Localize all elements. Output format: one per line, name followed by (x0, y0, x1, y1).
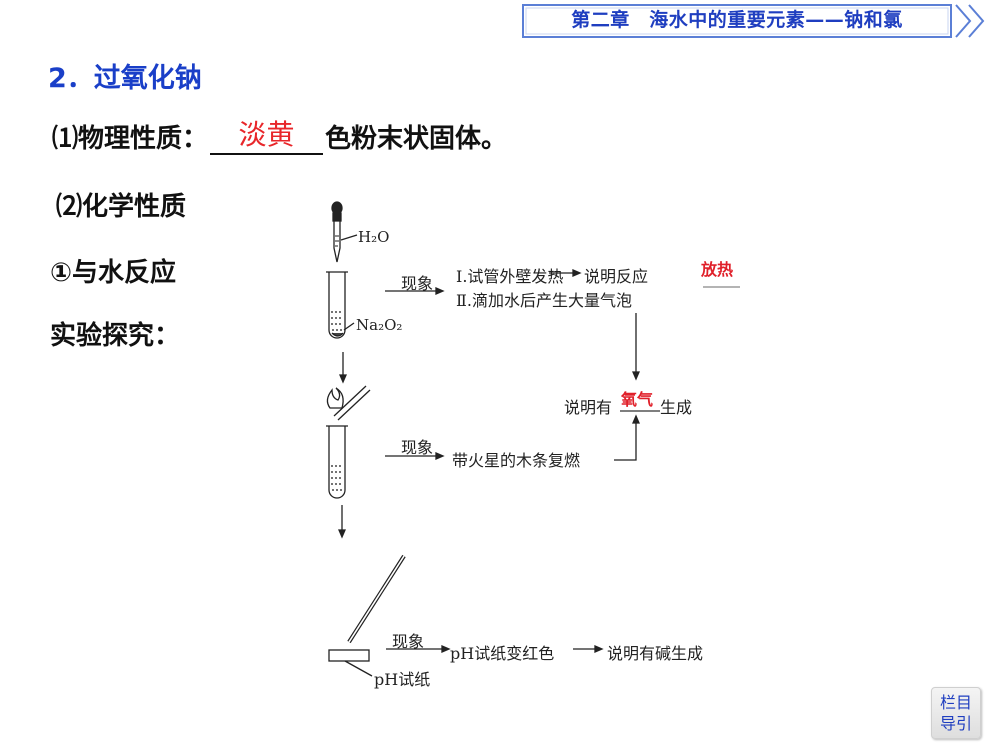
ph-paper-label: pH试纸 (374, 670, 431, 689)
observation-heat: Ⅰ.试管外壁发热 (456, 267, 564, 286)
answer-pale-yellow: 淡黄 (238, 118, 295, 151)
water-label: H₂O (358, 228, 390, 246)
banner-frame (522, 4, 985, 38)
glowing-splint-icon (326, 385, 371, 421)
chapter-title: 第二章 海水中的重要元素——钠和氯 (571, 9, 903, 31)
section-guide-button[interactable]: 栏目 导引 (931, 687, 981, 739)
chapter-banner: 第二章 海水中的重要元素——钠和氯 (522, 3, 985, 38)
observation-bubbles: Ⅱ.滴加水后产生大量气泡 (456, 291, 632, 310)
conclusion-base-formed: 说明有碱生成 (607, 644, 704, 663)
chemical-property-label: ⑵化学性质 (56, 192, 187, 222)
observation-splint-relights: 带火星的木条复燃 (452, 451, 581, 470)
physical-prefix: ⑴物理性质： (52, 124, 209, 154)
phenomenon-label-3: 现象 (392, 632, 425, 651)
experiment-label: 实验探究： (50, 321, 181, 351)
glass-rod-icon (347, 554, 406, 644)
guide-line-2: 导引 (939, 714, 972, 733)
test-tube-2-icon (326, 425, 348, 499)
answer-oxygen: 氧气 (621, 390, 654, 409)
observation-ph-red: pH试纸变红色 (450, 644, 555, 663)
oxygen-conclusion-prefix: 说明有 (564, 398, 613, 417)
reaction-with-water-label: ①与水反应 (50, 258, 177, 288)
phenomenon-label-2: 现象 (401, 438, 434, 457)
section-title: 2．过氧化钠 (48, 63, 202, 94)
oxygen-conclusion-suffix: 生成 (660, 398, 693, 417)
phenomenon-label-1: 现象 (401, 274, 434, 293)
guide-line-1: 栏目 (939, 693, 972, 712)
sodium-peroxide-label: Na₂O₂ (356, 316, 403, 334)
physical-suffix: 色粉末状固体。 (325, 124, 508, 154)
answer-blank: 淡黄 (210, 118, 324, 155)
physical-property-line: ⑴物理性质： 淡黄色粉末状固体。 (52, 118, 507, 155)
answer-exothermic: 放热 (701, 260, 734, 279)
conclusion-reaction-prefix: 说明反应 (584, 267, 649, 286)
dropper-icon (331, 201, 358, 263)
ph-paper-icon (328, 649, 370, 662)
test-tube-1-icon (326, 271, 355, 339)
